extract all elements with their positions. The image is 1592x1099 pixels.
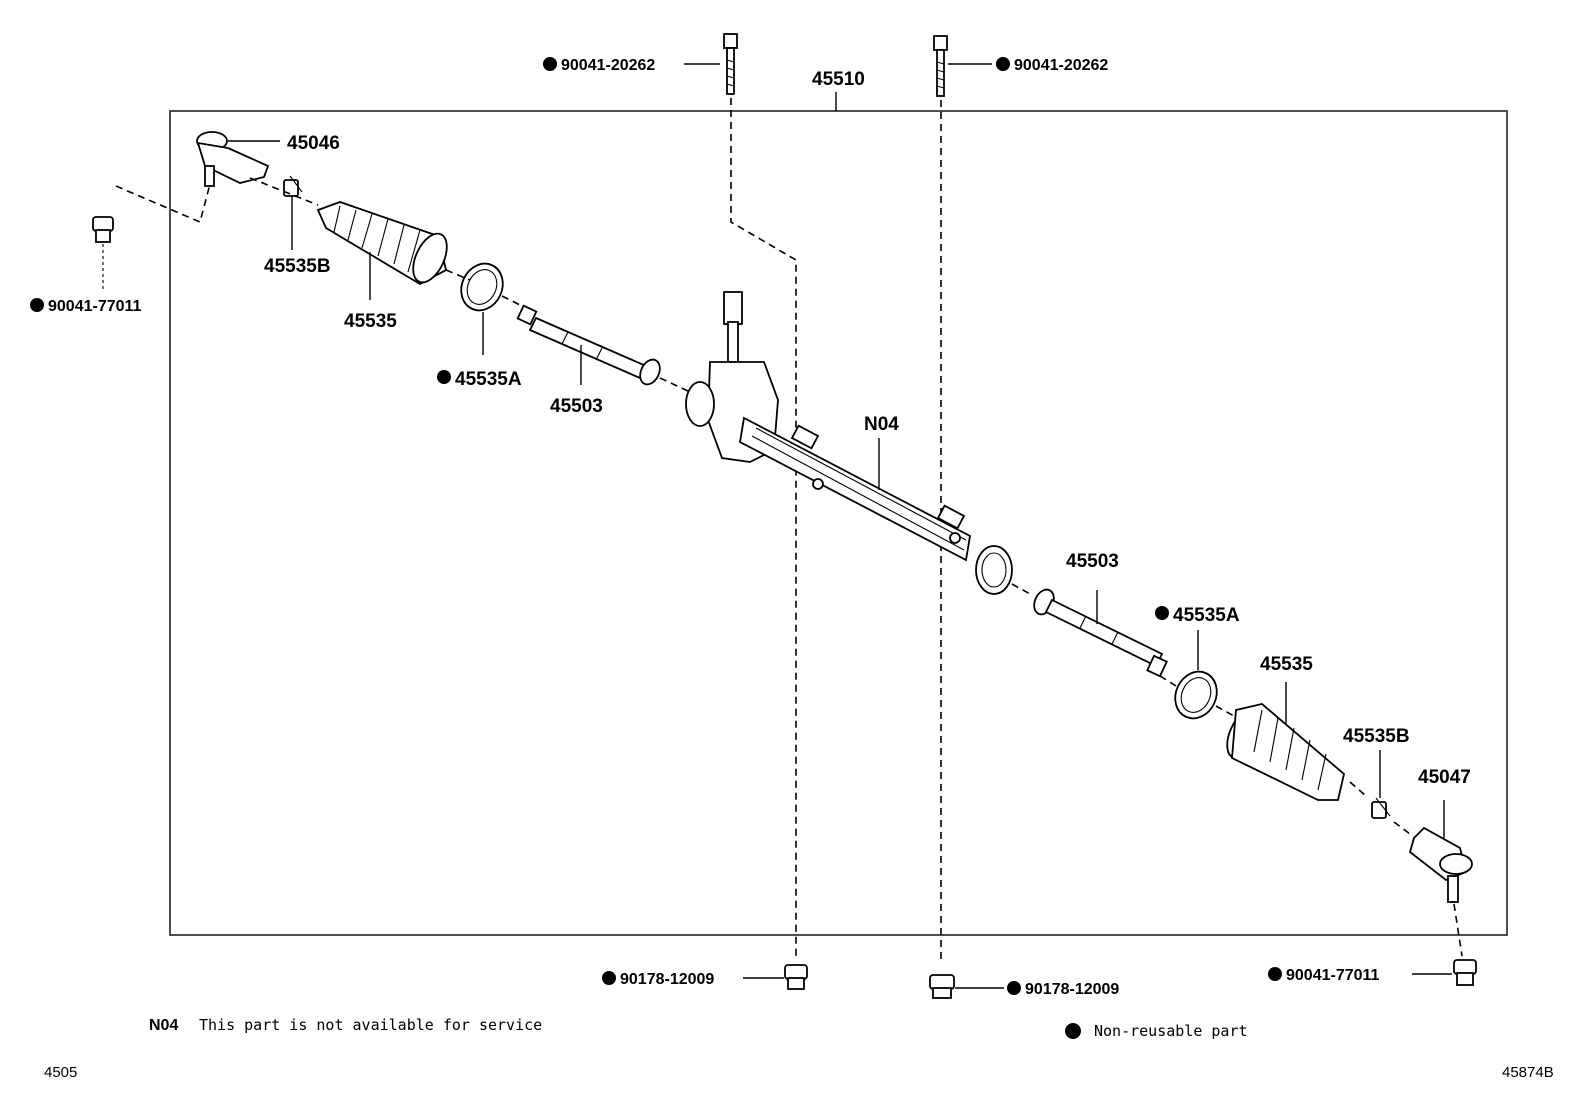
footnote-n04-code: N04 xyxy=(149,1017,178,1034)
nonreusable-marker xyxy=(1268,967,1282,981)
label-45503-right: 45503 xyxy=(1066,551,1119,572)
label-45510: 45510 xyxy=(812,69,865,90)
nut-lower-right xyxy=(929,974,955,999)
nut-outer-right xyxy=(1453,959,1477,986)
nonreusable-marker xyxy=(30,298,44,312)
nonreusable-legend-marker xyxy=(1065,1023,1081,1039)
label-45535A-left: 45535A xyxy=(455,369,522,390)
label-45047: 45047 xyxy=(1418,767,1471,788)
bolt-right xyxy=(933,35,948,97)
label-90041-20262-left: 90041-20262 xyxy=(561,57,655,74)
label-90041-77011-left: 90041-77011 xyxy=(48,298,142,315)
label-45535-right: 45535 xyxy=(1260,654,1313,675)
label-45535B-left: 45535B xyxy=(264,256,331,277)
corner-code-left: 4505 xyxy=(44,1064,77,1081)
label-90178-12009-left: 90178-12009 xyxy=(620,971,714,988)
boot-left xyxy=(316,201,448,286)
nonreusable-marker xyxy=(996,57,1010,71)
label-90178-12009-right: 90178-12009 xyxy=(1025,981,1119,998)
nonreusable-marker xyxy=(1007,981,1021,995)
tie-rod-end-left xyxy=(196,131,270,187)
clamp-left xyxy=(460,262,504,312)
label-90041-20262-right: 90041-20262 xyxy=(1014,57,1108,74)
clip-left xyxy=(283,175,303,197)
clamp-right xyxy=(1174,670,1218,720)
assembly-frame xyxy=(169,110,1508,936)
nut-lower-left xyxy=(784,964,808,990)
footnote-n04-text: This part is not available for service xyxy=(199,1016,542,1034)
corner-code-right: 45874B xyxy=(1502,1064,1554,1081)
label-45046: 45046 xyxy=(287,133,340,154)
footnote-nonreusable-text: Non-reusable part xyxy=(1094,1022,1248,1040)
nonreusable-marker xyxy=(543,57,557,71)
boot-right xyxy=(1226,703,1345,801)
nonreusable-marker xyxy=(602,971,616,985)
rack-end-right xyxy=(1033,588,1168,678)
label-45535B-right: 45535B xyxy=(1343,726,1410,747)
label-N04-housing: N04 xyxy=(864,414,899,435)
clip-right xyxy=(1371,797,1391,819)
label-45503-left: 45503 xyxy=(550,396,603,417)
tie-rod-end-right xyxy=(1408,826,1473,903)
nut-outer-left xyxy=(92,216,114,243)
gear-housing xyxy=(685,291,1013,595)
label-90041-77011-right: 90041-77011 xyxy=(1286,967,1380,984)
label-45535-left: 45535 xyxy=(344,311,397,332)
bolt-left xyxy=(723,33,738,95)
nonreusable-marker xyxy=(437,370,451,384)
nonreusable-marker xyxy=(1155,606,1169,620)
label-45535A-right: 45535A xyxy=(1173,605,1240,626)
rack-end-left xyxy=(516,304,661,386)
